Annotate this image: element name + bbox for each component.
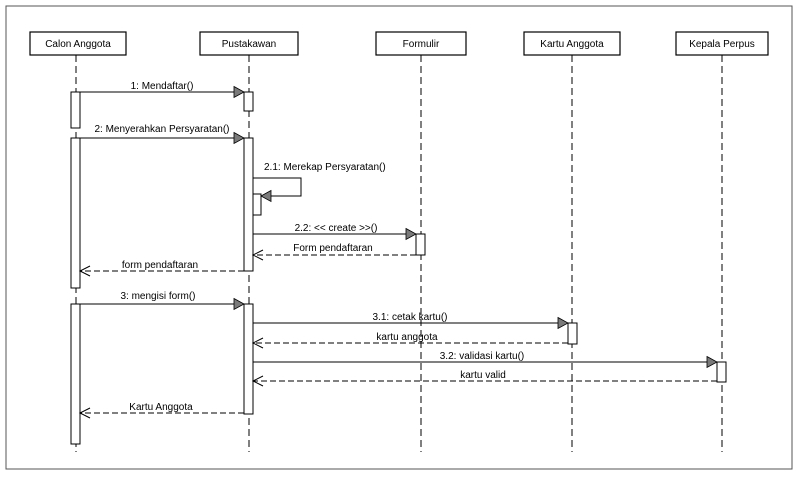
message-label: 3.2: validasi kartu() <box>440 351 524 362</box>
return-form-pendaftaran: Form pendaftaran <box>251 243 416 261</box>
message-label: kartu anggota <box>376 332 438 343</box>
message-line <box>253 177 302 197</box>
arrowhead <box>251 249 264 261</box>
message-label: 3.1: cetak kartu() <box>372 312 447 323</box>
participant-label: Kepala Perpus <box>689 39 755 50</box>
participant-label: Formulir <box>403 39 440 50</box>
return-form-pendaftaran-calon: form pendaftaran <box>78 260 244 277</box>
message-label: 1: Mendaftar() <box>131 81 194 92</box>
message-mendaftar: 1: Mendaftar() <box>80 81 245 99</box>
participant-calon-anggota: Calon Anggota <box>29 31 127 56</box>
message-validasi-kartu: 3.2: validasi kartu() <box>253 351 718 369</box>
arrowhead <box>260 189 272 203</box>
activation-bar <box>70 91 81 129</box>
arrowhead <box>233 297 245 311</box>
message-create: 2.2: << create >>() <box>253 223 417 241</box>
activation-bar <box>252 193 262 216</box>
participant-pustakawan: Pustakawan <box>199 31 299 56</box>
message-mengisi-form: 3: mengisi form() <box>80 291 245 311</box>
message-label: form pendaftaran <box>122 260 198 271</box>
arrowhead <box>78 265 91 277</box>
activation-bar <box>415 233 426 256</box>
message-label: 2: Menyerahkan Persyaratan() <box>94 124 229 135</box>
return-kartu-anggota: kartu anggota <box>251 332 568 349</box>
message-label: Form pendaftaran <box>293 243 373 254</box>
arrowhead <box>233 131 245 145</box>
diagram-frame <box>5 5 793 470</box>
activation-bar <box>70 303 81 445</box>
participant-label: Calon Anggota <box>45 39 111 50</box>
activation-bar <box>567 322 578 345</box>
return-kartu-valid: kartu valid <box>251 370 717 387</box>
arrowhead <box>78 407 91 419</box>
message-menyerahkan-persyaratan: 2: Menyerahkan Persyaratan() <box>80 124 245 145</box>
message-label: 3: mengisi form() <box>120 291 195 302</box>
arrowhead <box>233 85 245 99</box>
participant-formulir: Formulir <box>375 31 467 56</box>
activation-bar <box>243 137 254 272</box>
message-label: 2.1: Merekap Persyaratan() <box>264 162 386 173</box>
arrowhead <box>251 375 264 387</box>
arrowhead <box>706 355 718 369</box>
participant-box <box>29 31 127 56</box>
arrowhead <box>405 227 417 241</box>
return-kartu-anggota-calon: Kartu Anggota <box>78 402 244 419</box>
activation-bar <box>716 361 727 383</box>
participant-label: Kartu Anggota <box>540 39 604 50</box>
message-label: 2.2: << create >>() <box>295 223 378 234</box>
arrowhead <box>251 337 264 349</box>
activation-bar <box>243 303 254 415</box>
participant-kartu-anggota: Kartu Anggota <box>523 31 621 56</box>
arrowhead <box>557 316 569 330</box>
message-cetak-kartu: 3.1: cetak kartu() <box>253 312 569 330</box>
activation-bar <box>70 137 81 289</box>
participant-kepala-perpus: Kepala Perpus <box>675 31 769 56</box>
participant-label: Pustakawan <box>222 39 276 50</box>
message-label: Kartu Anggota <box>129 402 193 413</box>
message-label: kartu valid <box>460 370 506 381</box>
message-merekap-persyaratan: 2.1: Merekap Persyaratan() <box>253 162 386 203</box>
activation-bar <box>243 91 254 112</box>
